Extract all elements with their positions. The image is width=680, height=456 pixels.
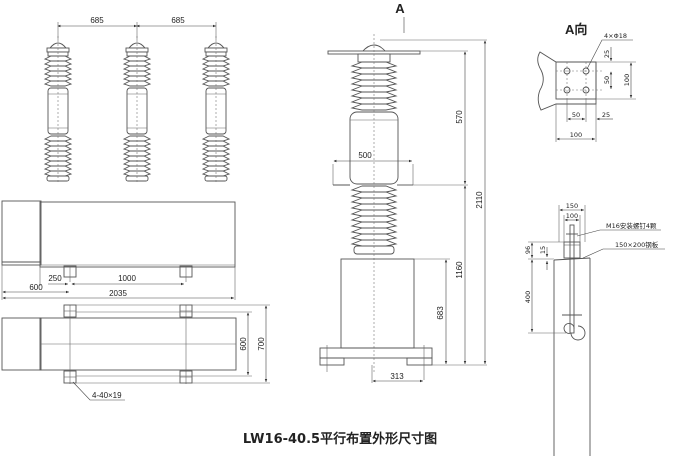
plate-label: 150×200钢板 xyxy=(615,240,659,249)
dim-bracket-width: 500 xyxy=(358,151,372,160)
plan-mechanism xyxy=(1,317,42,371)
dim-phase-spacing-2: 685 xyxy=(171,16,185,25)
dim-mid-height: 1160 xyxy=(455,261,464,279)
dim-foot-spacing: 1000 xyxy=(118,274,136,283)
main-frame xyxy=(39,201,236,268)
a-view-label: A向 xyxy=(565,22,587,37)
pole-3 xyxy=(201,36,231,184)
side-base xyxy=(340,258,415,349)
side-view: A 313 500 570 2110 1160 683 xyxy=(319,1,487,383)
a-view-dim-height: 100 xyxy=(623,74,631,86)
a-view-dim-top: 25 xyxy=(603,50,611,58)
dim-plate-outer: 150 xyxy=(566,202,578,210)
side-pole-body xyxy=(327,34,421,372)
dim-96: 96 xyxy=(524,246,532,254)
side-pole xyxy=(327,34,421,372)
pole-1 xyxy=(43,36,73,184)
pole-2 xyxy=(122,36,152,184)
a-view-dim-edge: 25 xyxy=(602,111,610,119)
a-view-dim-hole-v: 50 xyxy=(603,76,611,84)
dim-upper-height: 570 xyxy=(455,110,464,124)
a-view: A向 4×Φ18 25 50 100 50 25 100 xyxy=(537,22,636,142)
plan-view: 600 700 4-40×19 xyxy=(1,304,270,401)
front-view: 685 685 250 1000 600 2035 xyxy=(1,16,236,300)
dim-outer-width: 700 xyxy=(257,337,266,351)
dim-total-height: 2110 xyxy=(475,191,484,209)
dim-overall-length: 2035 xyxy=(109,289,127,298)
holes-label: 4-40×19 xyxy=(92,391,122,400)
dim-15: 15 xyxy=(539,246,547,254)
dim-foot-offset: 250 xyxy=(48,274,62,283)
bolt-label: M16安装螺钉4颗 xyxy=(606,221,657,230)
dim-left-offset: 600 xyxy=(29,283,43,292)
dim-plate-inner: 100 xyxy=(566,212,578,220)
poles-group xyxy=(43,36,231,184)
a-view-dim-hole-h: 50 xyxy=(572,111,580,119)
dim-base-offset: 313 xyxy=(390,372,404,381)
a-view-holes-label: 4×Φ18 xyxy=(604,32,627,40)
view-marker-a: A xyxy=(395,1,405,16)
dim-base-height: 683 xyxy=(436,306,445,320)
dim-phase-spacing-1: 685 xyxy=(90,16,104,25)
drawing-title: LW16-40.5平行布置外形尺寸图 xyxy=(243,431,437,447)
mount-detail: 150 100 M16安装螺钉4颗 150×200钢板 96 15 400 xyxy=(524,202,665,456)
dim-400: 400 xyxy=(524,291,532,303)
mechanism-box xyxy=(1,200,42,266)
a-view-dim-width: 100 xyxy=(570,131,582,139)
dim-inner-width: 600 xyxy=(239,337,248,351)
